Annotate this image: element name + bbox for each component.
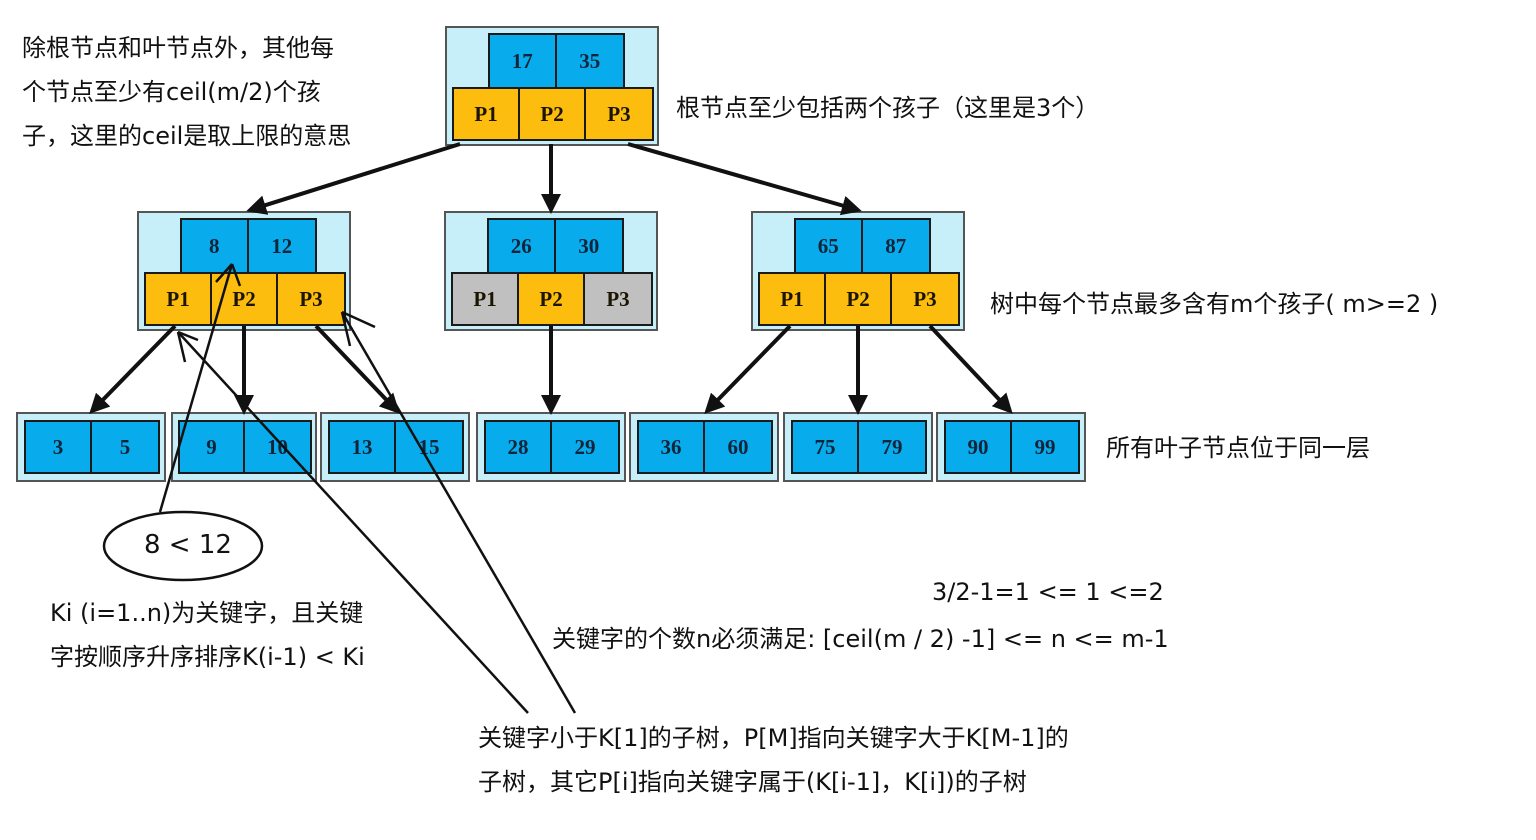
leaf-keys: 36 60: [637, 420, 773, 474]
leaf-keys: 13 15: [328, 420, 464, 474]
pointer-cell: P2: [212, 274, 279, 324]
key-cell: 13: [330, 422, 396, 472]
root-node: 17 35 P1 P2 P3: [445, 26, 659, 146]
pointer-cell: P1: [146, 274, 213, 324]
node-keys: 8 12: [180, 218, 317, 274]
pointer-cell: P3: [586, 89, 652, 139]
annotation-key-count-rule: 关键字的个数n必须满足: [ceil(m / 2) -1] <= n <= m-…: [552, 625, 1169, 653]
tree-edge-arrow: [928, 324, 1013, 414]
annotation-line: 个节点至少有ceil(m/2)个孩: [22, 78, 321, 106]
annotation-non-root-min-children: 除根节点和叶节点外，其他每 个节点至少有ceil(m/2)个孩 子，这里的cei…: [22, 26, 351, 158]
node-keys: 65 87: [794, 218, 931, 274]
leaf-node: 75 79: [783, 412, 933, 482]
key-cell: 87: [862, 220, 929, 272]
key-cell: 99: [1012, 422, 1078, 472]
annotation-key-count-example: 3/2-1=1 <= 1 <=2: [932, 578, 1164, 606]
key-cell: 9: [180, 422, 245, 472]
leaf-keys: 90 99: [944, 420, 1080, 474]
tree-edge-arrow: [627, 142, 862, 216]
annotation-pointer-definition: 关键字小于K[1]的子树，P[M]指向关键字大于K[M-1]的 子树，其它P[i…: [478, 716, 1069, 804]
key-cell: 35: [556, 35, 623, 87]
leaf-keys: 75 79: [791, 420, 927, 474]
key-cell: 26: [489, 220, 556, 272]
annotation-leaves-same-level: 所有叶子节点位于同一层: [1106, 434, 1370, 462]
pointer-cell: P3: [278, 274, 344, 324]
leaf-keys: 28 29: [484, 420, 620, 474]
key-cell: 60: [705, 422, 771, 472]
leaf-node: 3 5: [16, 412, 166, 482]
node-pointers: P1 P2 P3: [144, 272, 346, 326]
node-keys: 26 30: [487, 218, 624, 274]
pointer-cell: P2: [826, 274, 893, 324]
tree-edge-arrow: [704, 324, 792, 414]
annotation-max-children: 树中每个节点最多含有m个孩子( m>=2 ): [990, 290, 1439, 318]
key-cell: 12: [248, 220, 315, 272]
key-cell: 79: [859, 422, 925, 472]
key-cell: 75: [793, 422, 859, 472]
key-cell: 15: [396, 422, 462, 472]
tree-edge-arrow: [314, 324, 400, 414]
leaf-node: 90 99: [936, 412, 1086, 482]
annotation-arrow-to-p3: [340, 310, 577, 714]
key-cell: 3: [26, 422, 92, 472]
tree-edge-arrow: [89, 324, 177, 414]
pointer-cell: P1: [760, 274, 827, 324]
internal-node: 8 12 P1 P2 P3: [137, 211, 351, 331]
key-cell: 17: [490, 35, 557, 87]
key-cell: 65: [796, 220, 863, 272]
key-cell: 10: [245, 422, 310, 472]
pointer-cell-inactive: P3: [585, 274, 651, 324]
pointer-cell: P2: [520, 89, 587, 139]
root-pointers: P1 P2 P3: [452, 87, 654, 141]
pointer-cell: P3: [892, 274, 958, 324]
key-cell: 8: [182, 220, 249, 272]
leaf-keys: 9 10: [178, 420, 312, 474]
annotation-line: 子，这里的ceil是取上限的意思: [22, 122, 352, 150]
annotation-key-definition: Ki (i=1..n)为关键字，且关键 字按顺序升序排序K(i-1) < Ki: [50, 591, 365, 679]
leaf-node: 28 29: [476, 412, 626, 482]
pointer-cell-inactive: P1: [453, 274, 520, 324]
annotation-key-order-example: 8 < 12: [144, 530, 232, 560]
node-pointers: P1 P2 P3: [451, 272, 653, 326]
annotation-line: 子树，其它P[i]指向关键字属于(K[i-1]，K[i])的子树: [478, 768, 1027, 796]
key-cell: 90: [946, 422, 1012, 472]
annotation-line: 字按顺序升序排序K(i-1) < Ki: [50, 643, 365, 671]
internal-node: 26 30 P1 P2 P3: [444, 211, 658, 331]
annotation-line: 关键字小于K[1]的子树，P[M]指向关键字大于K[M-1]的: [478, 724, 1069, 752]
annotation-line: 除根节点和叶节点外，其他每: [22, 34, 334, 62]
leaf-node: 13 15: [320, 412, 470, 482]
annotation-line: Ki (i=1..n)为关键字，且关键: [50, 599, 364, 627]
pointer-cell: P2: [519, 274, 586, 324]
key-cell: 5: [92, 422, 158, 472]
internal-node: 65 87 P1 P2 P3: [751, 211, 965, 331]
node-pointers: P1 P2 P3: [758, 272, 960, 326]
leaf-node: 9 10: [171, 412, 317, 482]
key-cell: 30: [555, 220, 622, 272]
annotation-root-min-children: 根节点至少包括两个孩子（这里是3个）: [676, 94, 1100, 122]
leaf-keys: 3 5: [24, 420, 160, 474]
pointer-cell: P1: [454, 89, 521, 139]
key-cell: 29: [552, 422, 618, 472]
key-cell: 28: [486, 422, 552, 472]
leaf-node: 36 60: [629, 412, 779, 482]
root-keys: 17 35: [488, 33, 625, 89]
key-cell: 36: [639, 422, 705, 472]
